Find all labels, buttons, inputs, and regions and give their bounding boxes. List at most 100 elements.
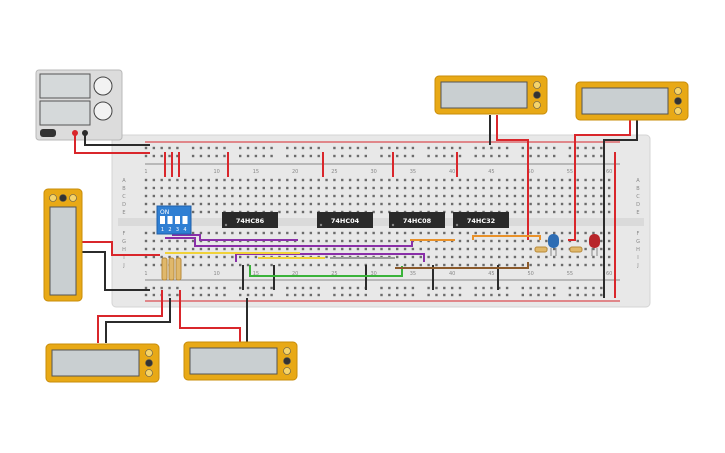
breadboard-hole[interactable] — [490, 194, 493, 198]
breadboard-hole[interactable] — [458, 255, 462, 259]
multimeter-mode-button-icon[interactable] — [533, 101, 541, 109]
breadboard-hole[interactable] — [607, 231, 611, 235]
breadboard-hole[interactable] — [191, 263, 195, 267]
multimeter-mode-button-icon[interactable] — [59, 194, 67, 202]
breadboard-hole[interactable] — [396, 263, 399, 267]
rail-hole[interactable] — [427, 286, 430, 290]
breadboard-hole[interactable] — [466, 186, 470, 190]
breadboard-hole[interactable] — [490, 186, 493, 190]
rail-hole[interactable] — [545, 146, 548, 150]
breadboard-hole[interactable] — [553, 186, 556, 190]
chip-74hc86[interactable]: 74HC86 — [222, 212, 278, 228]
rail-hole[interactable] — [246, 146, 250, 150]
rail-hole[interactable] — [239, 293, 242, 297]
breadboard-hole[interactable] — [317, 194, 320, 198]
breadboard-hole[interactable] — [537, 231, 540, 235]
breadboard-hole[interactable] — [600, 202, 603, 206]
breadboard-hole[interactable] — [356, 263, 360, 267]
breadboard-hole[interactable] — [309, 247, 313, 251]
breadboard-hole[interactable] — [223, 202, 226, 206]
rail-hole[interactable] — [576, 154, 579, 158]
breadboard-hole[interactable] — [144, 255, 148, 259]
breadboard-hole[interactable] — [207, 263, 210, 267]
breadboard-hole[interactable] — [348, 239, 352, 243]
breadboard-hole[interactable] — [584, 186, 587, 190]
multimeter-mode-button-icon[interactable] — [674, 87, 682, 95]
breadboard-hole[interactable] — [458, 231, 462, 235]
breadboard-hole[interactable] — [199, 186, 203, 190]
breadboard-hole[interactable] — [560, 210, 564, 214]
breadboard-hole[interactable] — [356, 239, 360, 243]
breadboard-hole[interactable] — [411, 178, 415, 182]
breadboard-hole[interactable] — [435, 178, 438, 182]
breadboard-hole[interactable] — [560, 247, 564, 251]
rail-hole[interactable] — [450, 293, 454, 297]
rail-hole[interactable] — [309, 286, 313, 290]
rail-hole[interactable] — [254, 146, 258, 150]
breadboard-hole[interactable] — [160, 202, 163, 206]
rail-hole[interactable] — [600, 154, 603, 158]
breadboard-hole[interactable] — [246, 178, 250, 182]
breadboard-hole[interactable] — [262, 186, 265, 190]
dip-toggle[interactable] — [167, 216, 173, 224]
breadboard-hole[interactable] — [403, 186, 407, 190]
rail-hole[interactable] — [239, 146, 242, 150]
breadboard-hole[interactable] — [607, 178, 611, 182]
rail-hole[interactable] — [490, 154, 493, 158]
breadboard-hole[interactable] — [286, 178, 289, 182]
rail-hole[interactable] — [191, 146, 195, 150]
breadboard-hole[interactable] — [168, 186, 171, 190]
breadboard-hole[interactable] — [411, 186, 415, 190]
breadboard-hole[interactable] — [348, 247, 352, 251]
breadboard-hole[interactable] — [545, 194, 548, 198]
breadboard-hole[interactable] — [435, 247, 438, 251]
rail-hole[interactable] — [168, 286, 171, 290]
breadboard-hole[interactable] — [482, 202, 485, 206]
breadboard-hole[interactable] — [184, 247, 187, 251]
breadboard-hole[interactable] — [592, 255, 595, 259]
breadboard-hole[interactable] — [199, 263, 203, 267]
breadboard-hole[interactable] — [513, 210, 517, 214]
rail-hole[interactable] — [168, 154, 171, 158]
rail-hole[interactable] — [490, 293, 493, 297]
rail-hole[interactable] — [270, 293, 273, 297]
breadboard-hole[interactable] — [309, 178, 313, 182]
breadboard-hole[interactable] — [246, 231, 250, 235]
rail-hole[interactable] — [191, 293, 195, 297]
breadboard-hole[interactable] — [199, 202, 203, 206]
multimeter[interactable] — [43, 188, 83, 302]
breadboard-hole[interactable] — [435, 263, 438, 267]
breadboard-hole[interactable] — [458, 239, 462, 243]
breadboard-hole[interactable] — [458, 178, 462, 182]
rail-hole[interactable] — [223, 293, 226, 297]
breadboard-hole[interactable] — [176, 194, 179, 198]
breadboard-hole[interactable] — [388, 186, 391, 190]
rail-hole[interactable] — [152, 146, 156, 150]
breadboard-hole[interactable] — [286, 263, 289, 267]
breadboard-hole[interactable] — [348, 202, 352, 206]
breadboard-hole[interactable] — [396, 239, 399, 243]
breadboard-hole[interactable] — [207, 255, 210, 259]
breadboard-hole[interactable] — [403, 178, 407, 182]
breadboard-hole[interactable] — [505, 194, 509, 198]
breadboard-hole[interactable] — [191, 247, 195, 251]
breadboard-hole[interactable] — [435, 231, 438, 235]
breadboard-hole[interactable] — [246, 186, 250, 190]
breadboard-hole[interactable] — [498, 194, 501, 198]
breadboard-hole[interactable] — [239, 194, 242, 198]
breadboard-hole[interactable] — [293, 247, 297, 251]
breadboard-hole[interactable] — [553, 255, 556, 259]
breadboard-hole[interactable] — [490, 255, 493, 259]
breadboard-hole[interactable] — [301, 194, 305, 198]
breadboard-hole[interactable] — [576, 231, 579, 235]
breadboard-hole[interactable] — [592, 231, 595, 235]
breadboard-hole[interactable] — [513, 263, 517, 267]
breadboard-hole[interactable] — [270, 247, 273, 251]
breadboard-hole[interactable] — [584, 255, 587, 259]
breadboard-hole[interactable] — [372, 247, 375, 251]
multimeter-mode-button-icon[interactable] — [533, 91, 541, 99]
rail-hole[interactable] — [356, 286, 360, 290]
rail-hole[interactable] — [223, 146, 226, 150]
rail-hole[interactable] — [144, 293, 148, 297]
breadboard-hole[interactable] — [301, 210, 305, 214]
